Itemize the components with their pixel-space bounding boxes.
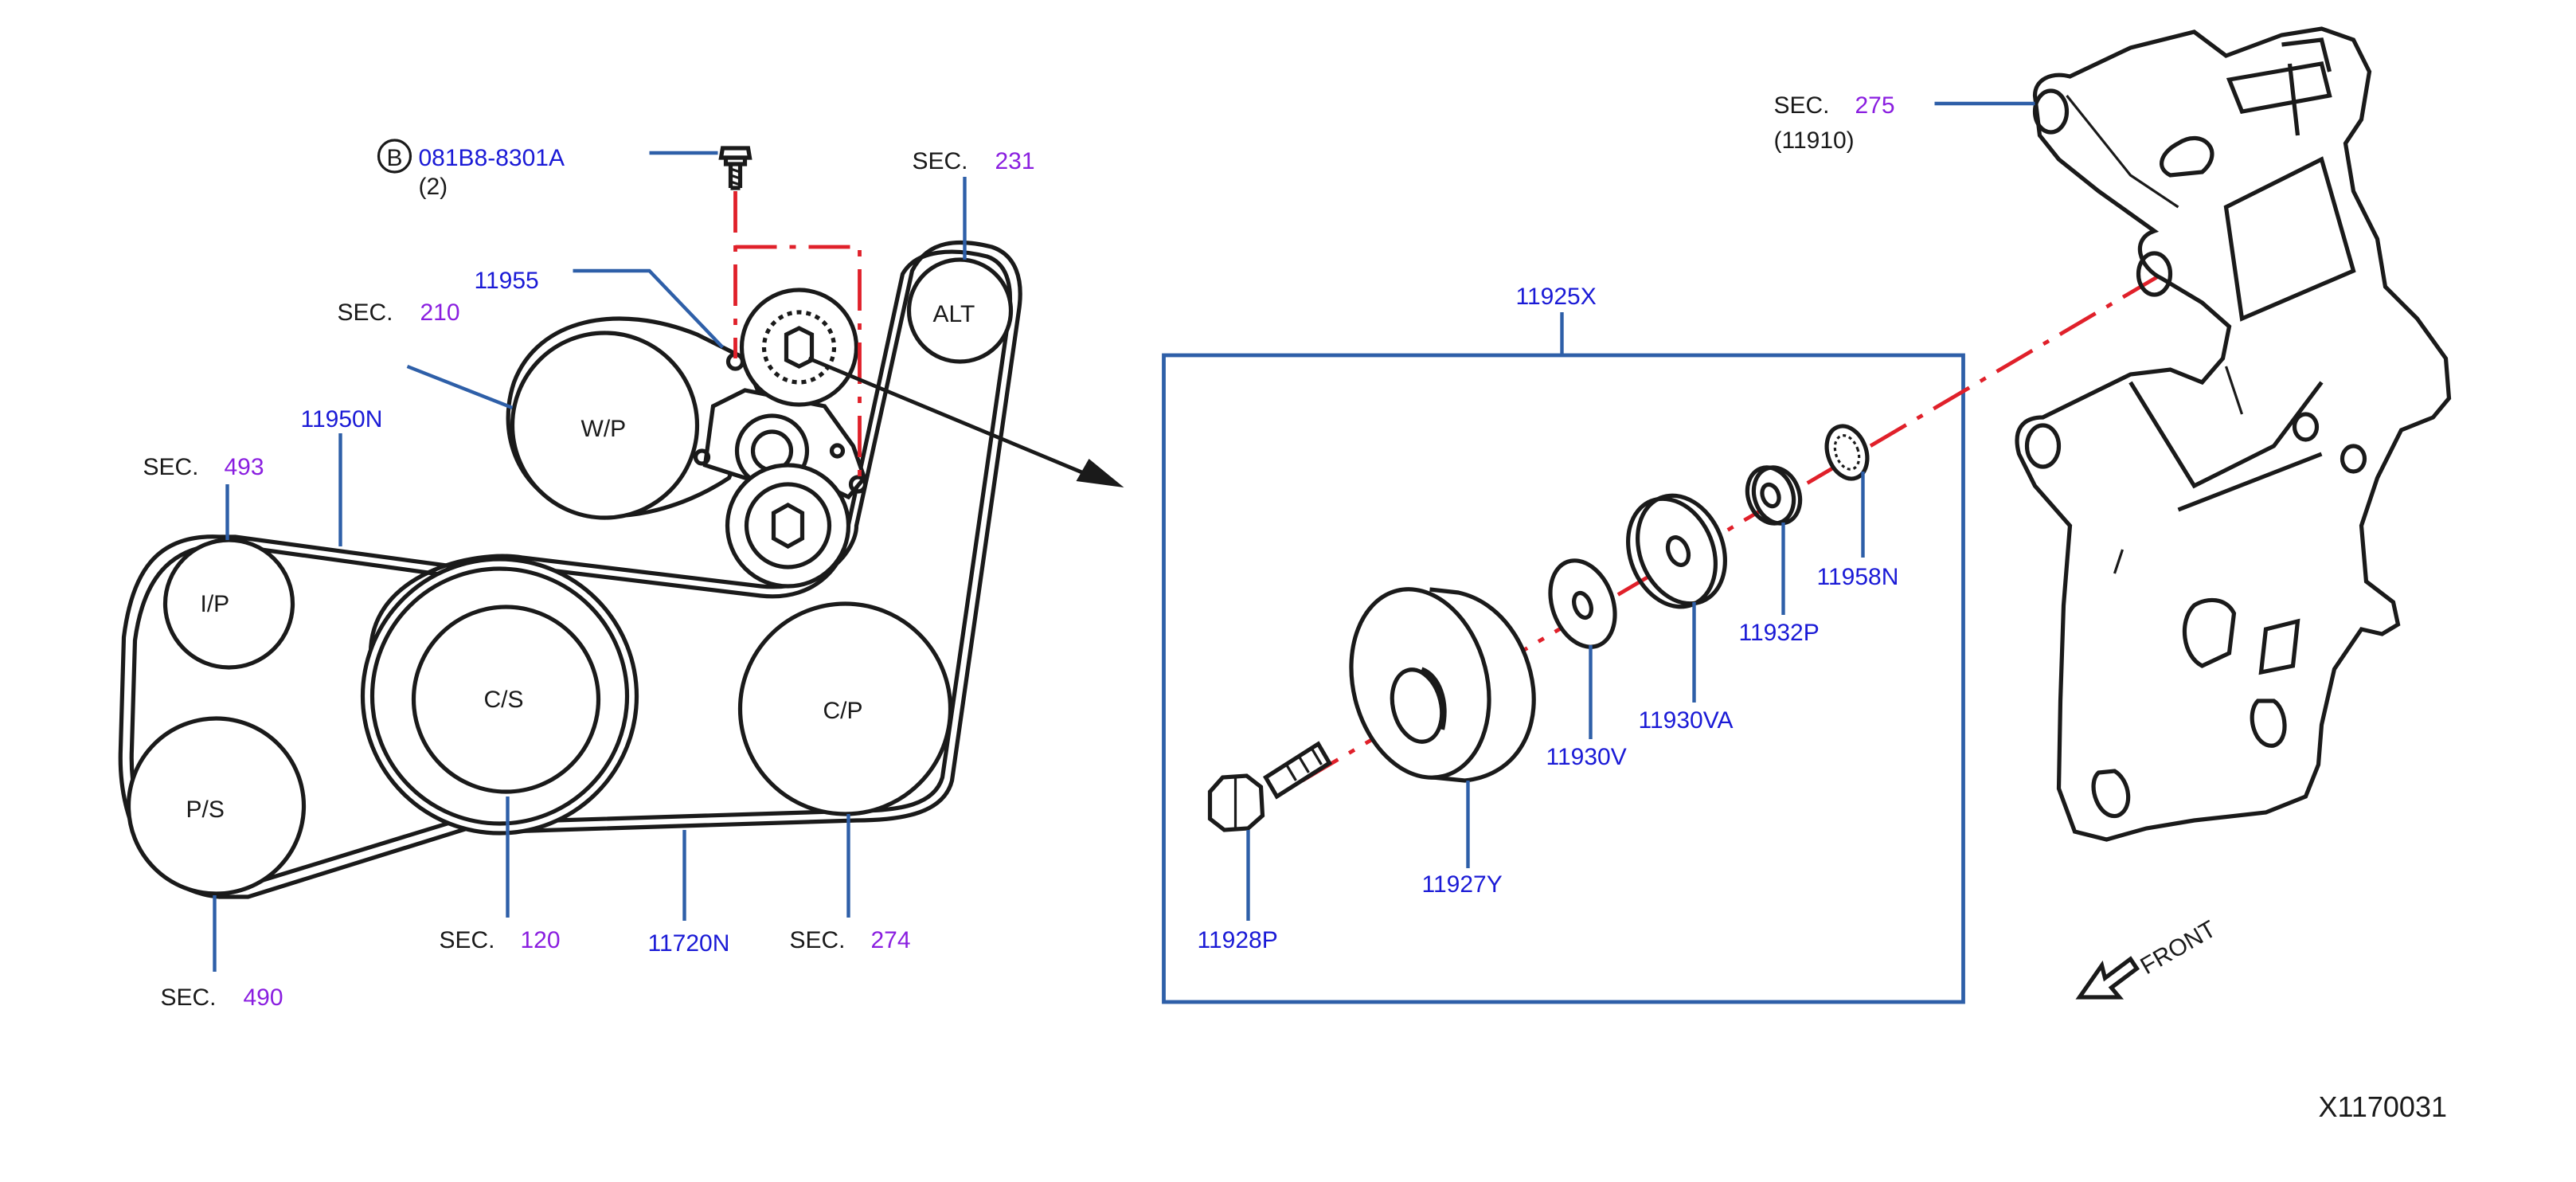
sec-210: 210 xyxy=(420,299,460,326)
part-11930VA: 11930VA xyxy=(1639,707,1734,734)
sec-490: 490 xyxy=(244,984,283,1011)
sec-231: 231 xyxy=(995,148,1035,174)
sec-prefix-210: SEC. xyxy=(338,299,393,326)
cp-label: C/P xyxy=(823,698,863,724)
front-indicator: FRONT xyxy=(2075,916,2221,1000)
detail-arrow xyxy=(807,356,1096,480)
cs-pulley xyxy=(411,605,601,794)
lock-washer-11958N xyxy=(1824,424,1870,481)
exploded-idler-kit xyxy=(1162,272,2164,1004)
front-label: FRONT xyxy=(2136,916,2221,980)
part-11925X: 11925X xyxy=(1516,284,1597,310)
sec-493: 493 xyxy=(225,454,264,480)
part-11930V: 11930V xyxy=(1546,744,1627,770)
sec-prefix-275: SEC. xyxy=(1774,92,1830,119)
sub-ref-11910: (11910) xyxy=(1774,127,1855,154)
sec-prefix-490: SEC. xyxy=(161,984,217,1011)
bolt-11928P xyxy=(1207,741,1333,832)
sec-274: 274 xyxy=(871,927,911,953)
ps-pulley xyxy=(126,716,307,896)
part-11720N: 11720N xyxy=(648,930,730,957)
washer-11930V xyxy=(1548,558,1617,649)
sec-prefix-274: SEC. xyxy=(790,927,846,953)
bolt-badge xyxy=(377,139,412,174)
cs-label: C/S xyxy=(484,687,524,713)
ps-label: P/S xyxy=(186,796,225,823)
wp-pulley xyxy=(510,331,700,520)
idler-pulley-11927Y xyxy=(1349,587,1536,783)
belt-layout xyxy=(118,146,1124,899)
sec-120: 120 xyxy=(521,927,561,953)
part-11928P: 11928P xyxy=(1198,927,1278,953)
washer-11932P xyxy=(1745,465,1803,526)
wp-label: W/P xyxy=(581,416,627,442)
sec-prefix-120: SEC. xyxy=(440,927,495,953)
sec-prefix-493: SEC. xyxy=(143,454,199,480)
bolt-part-number: 081B8-8301A xyxy=(419,145,565,171)
cp-pulley xyxy=(737,601,953,816)
labels-left: B 081B8-8301A (2) SEC. 231 11955 SEC. 21… xyxy=(143,139,1035,1011)
front-arrow-icon xyxy=(2075,956,2140,1000)
part-11958N: 11958N xyxy=(1817,564,1899,590)
ip-label: I/P xyxy=(201,591,230,617)
sec-prefix-231: SEC. xyxy=(913,148,968,174)
tensioner-assembly xyxy=(693,288,868,589)
part-11950N: 11950N xyxy=(301,406,383,432)
labels-kit: 11925X 11958N 11932P 11930VA 11930V 1192… xyxy=(1198,284,1899,953)
spacer-11930VA xyxy=(1626,493,1727,609)
bolt-081B8-8301A xyxy=(718,146,752,190)
labels-right: SEC. 275 (11910) xyxy=(1774,92,1895,154)
alt-pulley xyxy=(906,257,1014,364)
part-11955: 11955 xyxy=(475,268,539,294)
part-11927Y: 11927Y xyxy=(1422,871,1503,898)
sec-275: 275 xyxy=(1855,92,1895,119)
part-11932P: 11932P xyxy=(1739,620,1820,646)
alt-label: ALT xyxy=(933,301,975,327)
figure-id: X1170031 xyxy=(2319,1090,2448,1123)
leader-lines-left xyxy=(213,151,967,972)
bolt-quantity: (2) xyxy=(419,174,448,200)
bolt-badge-letter: B xyxy=(386,145,402,171)
mounting-bracket xyxy=(1934,26,2452,842)
